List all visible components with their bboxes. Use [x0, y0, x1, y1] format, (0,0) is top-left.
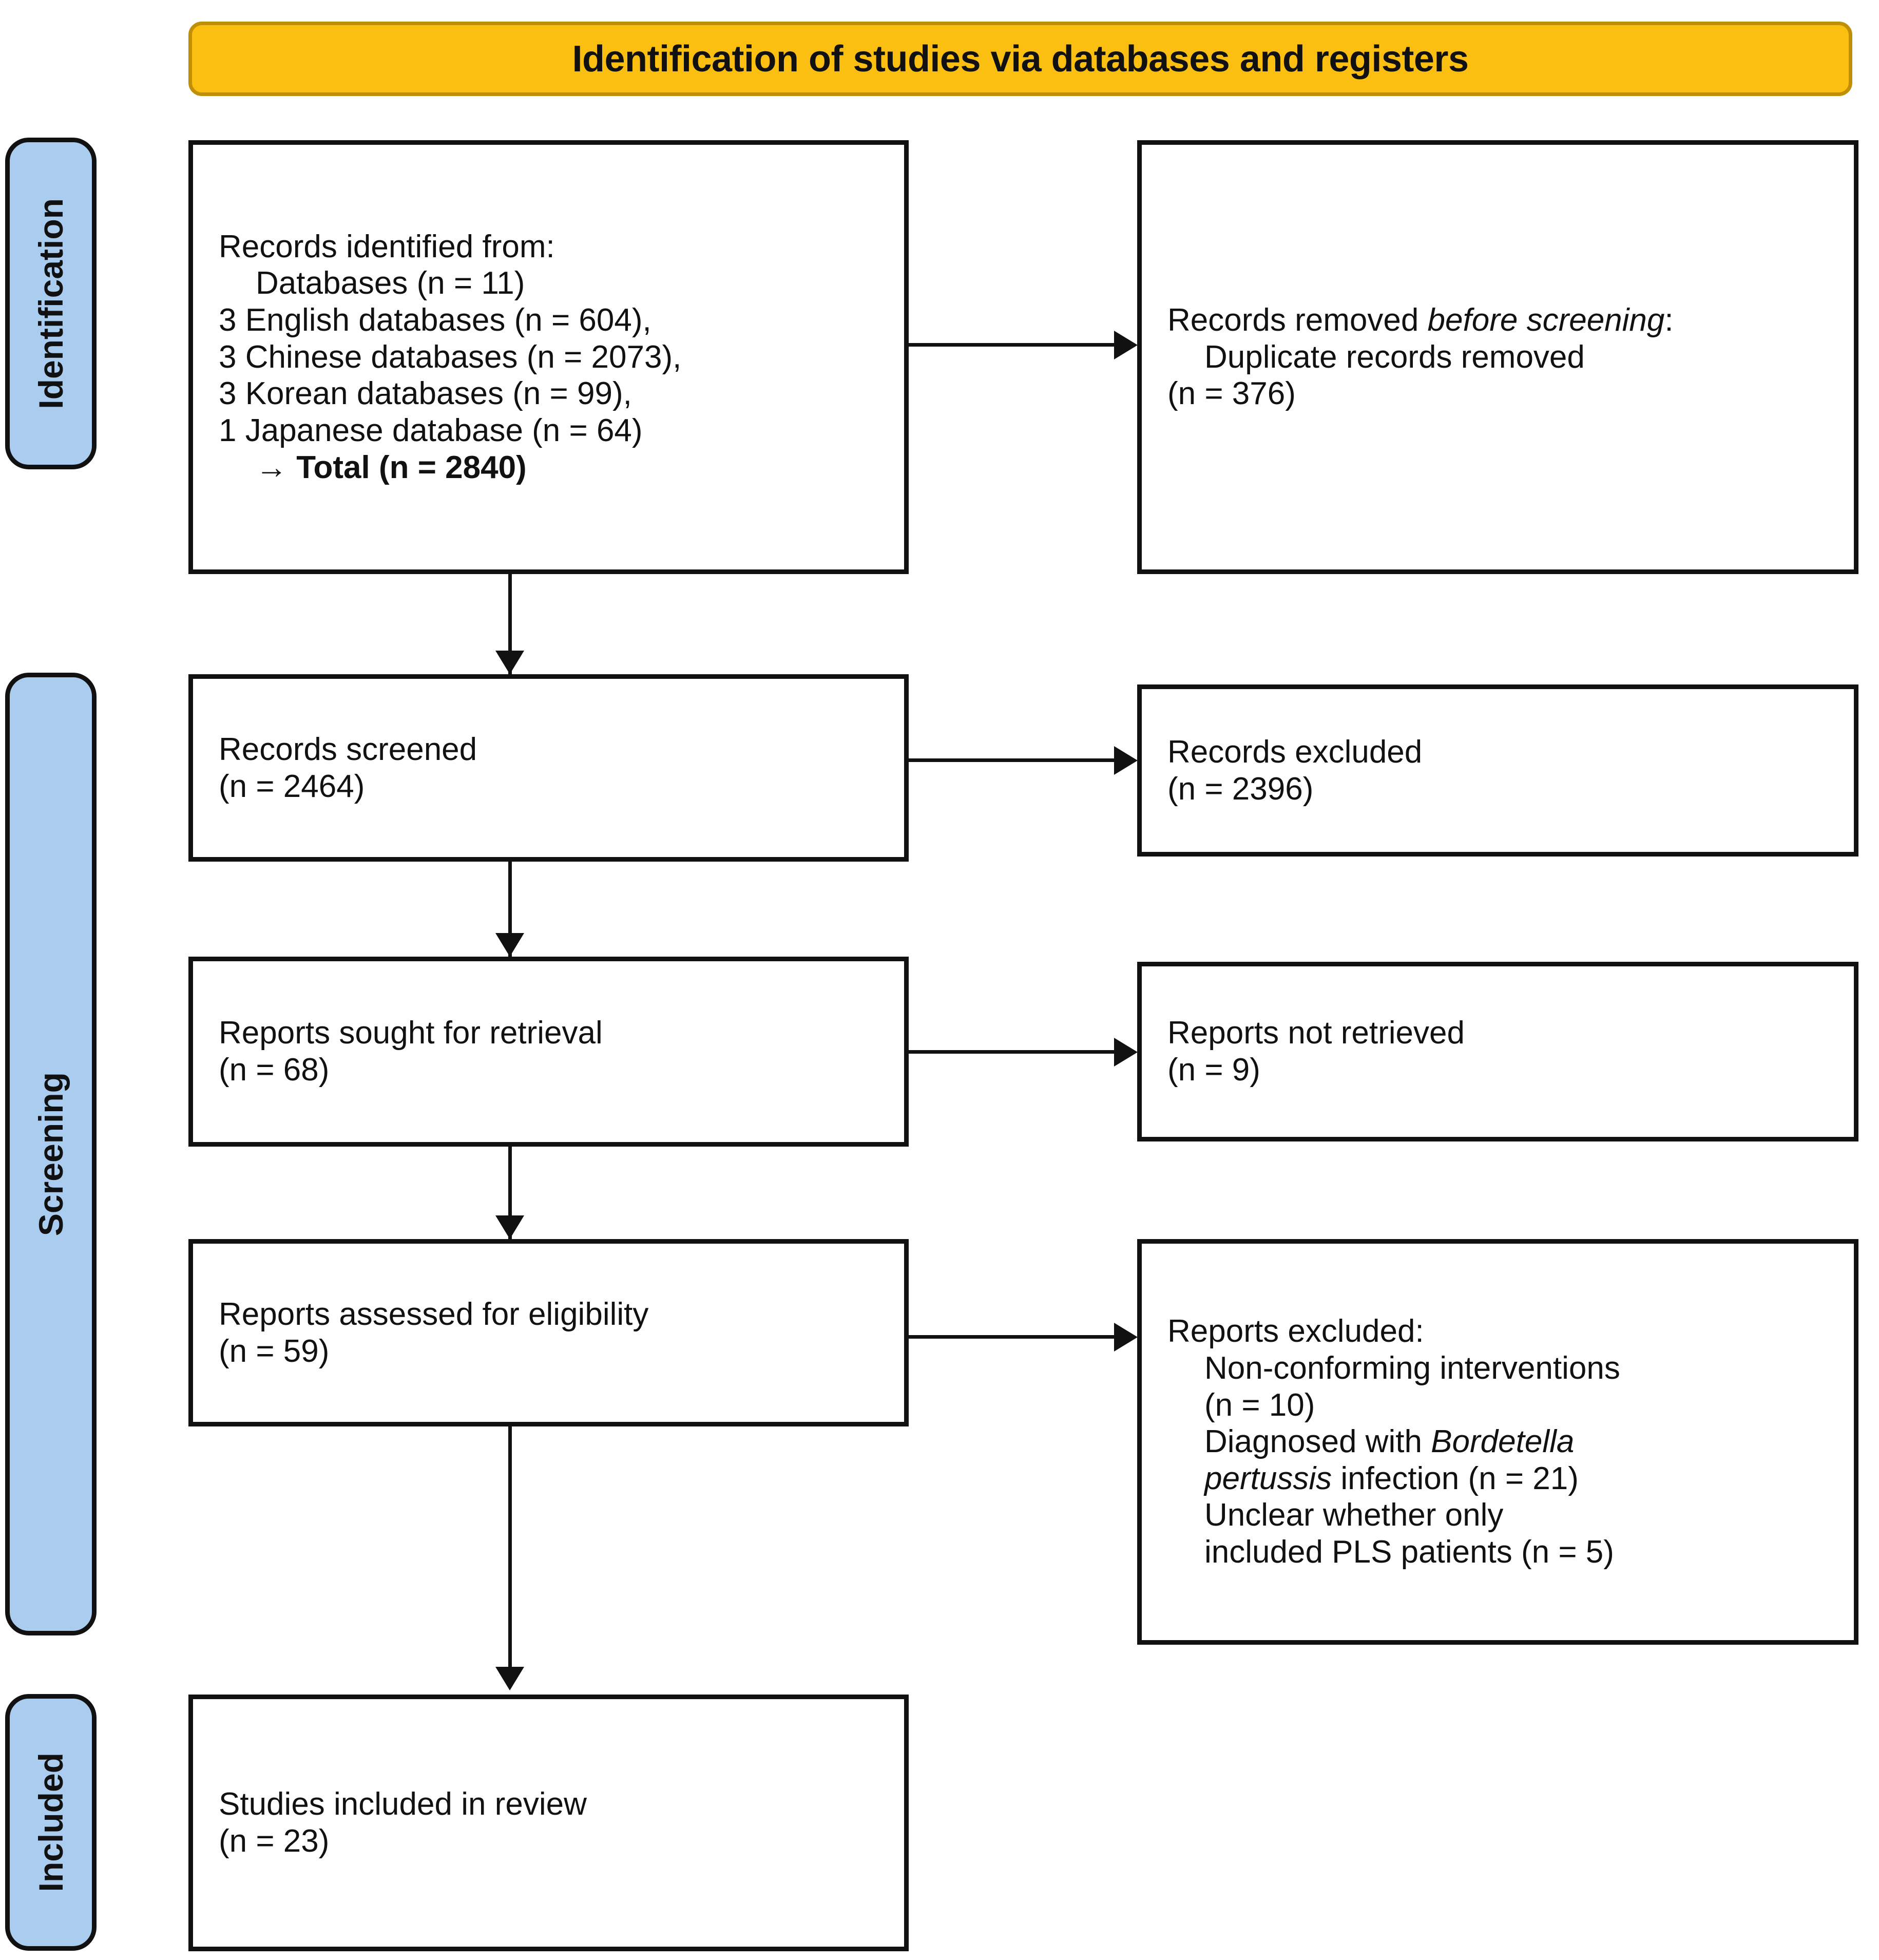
studies-included-n: (n = 23) [219, 1823, 330, 1859]
stage-included-label: Included [32, 1753, 70, 1892]
stage-screening: Screening [5, 673, 97, 1635]
connector-sought-to-assessed [508, 1147, 512, 1239]
reports-excluded-reason1-line2: (n = 10) [1204, 1387, 1315, 1423]
stage-screening-label: Screening [32, 1072, 70, 1236]
box-records-excluded: Records excluded(n = 2396) [1137, 684, 1858, 857]
arrowhead-assessed-to-reports-excluded [1114, 1323, 1138, 1352]
records-removed-title-pre: Records removed [1167, 302, 1428, 338]
connector-assessed-to-reports-excluded [909, 1335, 1114, 1339]
box-reports-sought: Reports sought for retrieval(n = 68) [188, 957, 909, 1147]
reports-not-retrieved-title: Reports not retrieved [1167, 1015, 1465, 1051]
box-reports-assessed-text: Reports assessed for eligibility(n = 59) [193, 1296, 904, 1369]
records-identified-databases: Databases (n = 11) [256, 265, 525, 301]
reports-assessed-title: Reports assessed for eligibility [219, 1296, 649, 1332]
records-identified-title: Records identified from: [219, 229, 555, 264]
reports-excluded-reason1-line1: Non-conforming interventions [1204, 1350, 1620, 1386]
records-screened-title: Records screened [219, 731, 477, 767]
records-excluded-title: Records excluded [1167, 734, 1423, 770]
diagram-title-banner: Identification of studies via databases … [188, 22, 1852, 96]
reports-excluded-reason2-species: pertussis [1204, 1460, 1332, 1496]
arrowhead-screened-to-sought [495, 933, 524, 957]
connector-screened-to-sought [508, 862, 512, 957]
connector-identified-to-screened [508, 574, 512, 674]
box-records-excluded-text: Records excluded(n = 2396) [1142, 734, 1854, 807]
records-excluded-n: (n = 2396) [1167, 771, 1314, 807]
connector-screened-to-excluded [909, 758, 1114, 762]
box-reports-assessed: Reports assessed for eligibility(n = 59) [188, 1239, 909, 1426]
records-removed-title-post: : [1664, 302, 1674, 338]
box-records-removed-text: Records removed before screening: Duplica… [1142, 302, 1854, 412]
records-identified-total-arrow: → [256, 449, 297, 485]
connector-assessed-to-included [508, 1426, 512, 1678]
records-identified-chinese: 3 Chinese databases (n = 2073), [219, 339, 682, 375]
reports-excluded-reason2-genus: Bordetella [1431, 1424, 1575, 1460]
box-reports-not-retrieved-text: Reports not retrieved(n = 9) [1142, 1015, 1854, 1088]
reports-excluded-title: Reports excluded: [1167, 1314, 1424, 1349]
records-identified-korean: 3 Korean databases (n = 99), [219, 376, 632, 412]
stage-identification-label: Identification [32, 198, 70, 409]
reports-sought-n: (n = 68) [219, 1052, 330, 1088]
box-studies-included-text: Studies included in review(n = 23) [193, 1786, 904, 1859]
box-reports-excluded-text: Reports excluded:Non-conforming interven… [1142, 1313, 1854, 1570]
box-reports-sought-text: Reports sought for retrieval(n = 68) [193, 1015, 904, 1088]
arrowhead-assessed-to-included [495, 1667, 524, 1690]
reports-excluded-reason3-line1: Unclear whether only [1204, 1497, 1504, 1533]
studies-included-title: Studies included in review [219, 1786, 587, 1822]
box-reports-excluded: Reports excluded:Non-conforming interven… [1137, 1239, 1858, 1645]
box-records-removed: Records removed before screening: Duplica… [1137, 140, 1858, 574]
arrowhead-identified-to-screened [495, 651, 524, 674]
box-records-screened: Records screened(n = 2464) [188, 674, 909, 862]
reports-not-retrieved-n: (n = 9) [1167, 1052, 1260, 1088]
records-identified-english: 3 English databases (n = 604), [219, 302, 651, 338]
reports-sought-title: Reports sought for retrieval [219, 1015, 603, 1051]
box-studies-included: Studies included in review(n = 23) [188, 1695, 909, 1951]
stage-included: Included [5, 1694, 97, 1951]
reports-excluded-reason2-post: infection (n = 21) [1332, 1460, 1579, 1496]
reports-excluded-reason3-line2: included PLS patients (n = 5) [1204, 1534, 1614, 1570]
stage-identification: Identification [5, 138, 97, 469]
arrowhead-sought-to-not-retrieved [1114, 1038, 1138, 1067]
records-identified-japanese: 1 Japanese database (n = 64) [219, 412, 643, 448]
box-records-screened-text: Records screened(n = 2464) [193, 731, 904, 805]
box-records-identified-text: Records identified from:Databases (n = 1… [193, 229, 904, 486]
records-screened-n: (n = 2464) [219, 768, 365, 804]
records-identified-total: Total (n = 2840) [296, 449, 527, 485]
reports-assessed-n: (n = 59) [219, 1333, 330, 1369]
page-title: Identification of studies via databases … [572, 38, 1469, 80]
box-reports-not-retrieved: Reports not retrieved(n = 9) [1137, 962, 1858, 1141]
arrowhead-sought-to-assessed [495, 1215, 524, 1239]
records-removed-title-italic: before screening [1427, 302, 1665, 338]
records-removed-duplicate: Duplicate records removed [1204, 339, 1585, 375]
connector-sought-to-not-retrieved [909, 1050, 1114, 1054]
connector-identified-to-removed [909, 343, 1114, 347]
box-records-identified: Records identified from:Databases (n = 1… [188, 140, 909, 574]
arrowhead-screened-to-excluded [1114, 746, 1138, 775]
records-removed-duplicate-n: (n = 376) [1167, 376, 1296, 412]
reports-excluded-reason2-pre: Diagnosed with [1204, 1424, 1431, 1460]
arrowhead-identified-to-removed [1114, 331, 1138, 359]
